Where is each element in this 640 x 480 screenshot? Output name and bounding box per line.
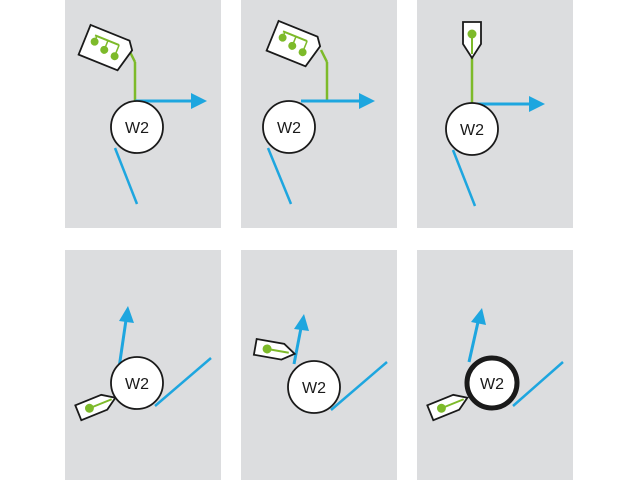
arrow-head-icon	[529, 96, 545, 112]
diagram-panel-2: W2	[241, 0, 397, 228]
single-tag-icon	[252, 337, 297, 361]
incoming-blue-line	[113, 147, 139, 205]
arrow-head-icon	[471, 308, 486, 325]
multi-wheel-tag-icon	[265, 19, 322, 68]
arrow-head-icon	[119, 306, 134, 323]
diagram-panel-3: W2	[417, 0, 573, 228]
upward-blue-arrow	[117, 319, 128, 369]
panel-2-graphic: W2	[262, 19, 375, 205]
node-circle	[262, 100, 316, 154]
node-label: W2	[125, 120, 149, 137]
node-label: W2	[460, 122, 484, 139]
diagram-panel-1: W2	[65, 0, 221, 228]
incoming-blue-line	[266, 147, 293, 205]
multi-wheel-tag-icon	[77, 23, 134, 72]
incoming-blue-line	[451, 149, 477, 207]
single-tag-icon	[426, 393, 469, 422]
node-label: W2	[277, 120, 301, 137]
diagram-panel-5: W2	[241, 250, 397, 480]
panel-6-graphic: W2	[426, 308, 564, 422]
node-label: W2	[302, 380, 326, 397]
arrow-head-icon	[294, 314, 309, 331]
panel-1-graphic: W2	[77, 23, 207, 205]
node-label: W2	[480, 376, 504, 393]
node-circle	[445, 102, 499, 156]
upward-blue-arrow	[292, 327, 303, 365]
highlighted-node-circle	[464, 355, 520, 411]
panel-5-graphic: W2	[252, 314, 388, 414]
panel-3-graphic: W2	[445, 21, 545, 207]
arrow-head-icon	[359, 93, 375, 109]
upward-blue-arrow	[467, 321, 480, 363]
node-circle	[110, 356, 164, 410]
outgoing-blue-line	[512, 361, 564, 407]
diagram-panel-6: W2	[417, 250, 573, 480]
node-label: W2	[125, 376, 149, 393]
green-connector-line	[319, 49, 329, 63]
outgoing-blue-line	[330, 361, 388, 411]
outgoing-blue-line	[154, 357, 212, 407]
arrow-head-icon	[191, 93, 207, 109]
single-tag-icon	[462, 21, 482, 60]
node-circle	[287, 360, 341, 414]
panel-4-graphic: W2	[74, 306, 212, 422]
node-circle	[110, 100, 164, 154]
diagram-panel-4: W2	[65, 250, 221, 480]
single-tag-icon	[74, 393, 117, 422]
